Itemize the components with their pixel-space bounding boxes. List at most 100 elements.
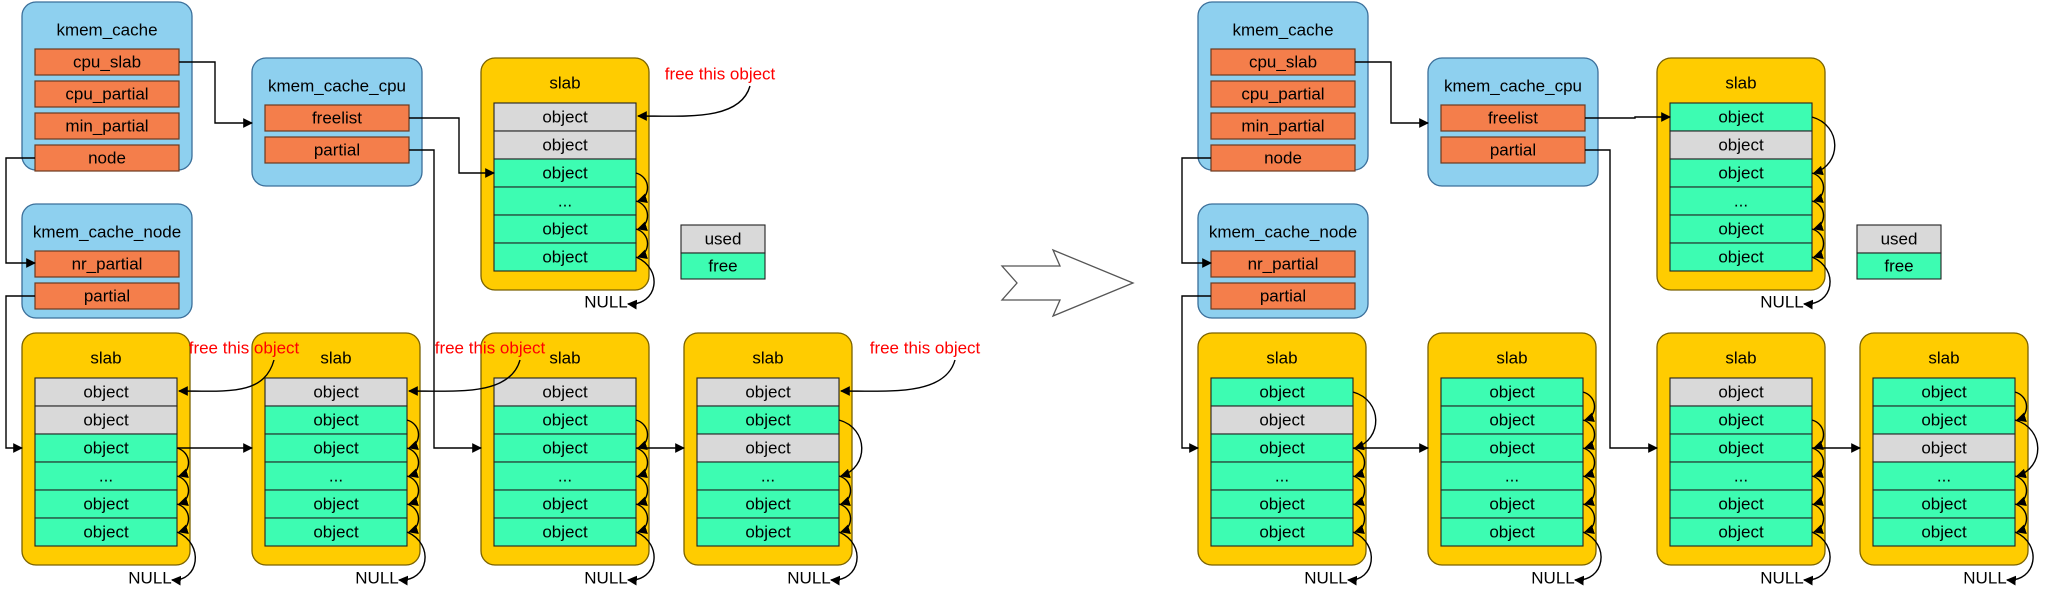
- before-kmem-cache-field-node: [34, 144, 180, 172]
- after-legend-used: [1856, 224, 1942, 254]
- before-partial-slab-4-object-4-free: [696, 461, 840, 491]
- after-cpu-slab-object-1-free: [1669, 102, 1813, 132]
- before-kmem-cache-cpu-field-label: freelist: [312, 109, 362, 128]
- before-partial-slab-4-object-label: object: [745, 411, 791, 430]
- after-cpu-slab-title: slab: [1725, 74, 1756, 93]
- before-partial-slab-2-object-5-free: [264, 489, 408, 519]
- before-kmem-cache-field-label: node: [88, 149, 126, 168]
- before-partial-slab-3-object-label: object: [542, 523, 588, 542]
- after-cpu-slab-object-label: object: [1718, 220, 1764, 239]
- before-node-pointer: [5, 157, 36, 268]
- before-partial-slab-2-freelist-link: [406, 503, 420, 534]
- after-partial-slab-4-object-4-free: [1872, 461, 2016, 491]
- before-partial-slab-1-object-label: object: [83, 495, 129, 514]
- after-partial-slab-3-null-link: [1803, 531, 1831, 586]
- before-partial-slab-2-title: slab: [320, 349, 351, 368]
- after-partial-slab-2-object-3-free: [1440, 433, 1584, 463]
- after-cpu-slab-object-5-free: [1669, 214, 1813, 244]
- after-partial-slab-1-title: slab: [1266, 349, 1297, 368]
- before-partial-slab-2-object-3-free: [264, 433, 408, 463]
- before-partial-slab-1-object-label: object: [83, 439, 129, 458]
- after-cpu-slab-object-label: object: [1718, 136, 1764, 155]
- after-kmem-cache-node-field-label: nr_partial: [1248, 255, 1319, 274]
- after-partial-slab-1-freelist-link: [1352, 391, 1377, 451]
- after-legend-used-label: used: [1881, 230, 1918, 249]
- before-kmem-cache-field-label: cpu_partial: [65, 85, 148, 104]
- before-partial-slab-4-object-label: object: [745, 495, 791, 514]
- before-partial-slab-1-annotation-arrow: [178, 359, 275, 396]
- after-partial-slab-4-object-label: object: [1921, 523, 1967, 542]
- after-partial-slab-1-object-label: object: [1259, 383, 1305, 402]
- before-partial-slab-1-title: slab: [90, 349, 121, 368]
- after-partial-slab-4-title: slab: [1928, 349, 1959, 368]
- before-partial-slab-4-object-1-used: [696, 377, 840, 407]
- before-cpu-partial-pointer: [409, 149, 482, 453]
- after-kmem-cache-cpu-title: kmem_cache_cpu: [1444, 77, 1582, 96]
- before-partial-slab-3-freelist-link: [635, 503, 649, 534]
- after-partial-slab-3-object-4-free: [1669, 461, 1813, 491]
- before-partial-slab-3-object-label: ...: [558, 467, 572, 486]
- before-kmem-cache-cpu-field-partial: [264, 136, 410, 164]
- before-kmem-cache-field-label: cpu_slab: [73, 53, 141, 72]
- after-partial-slab-4-null-label: NULL: [1963, 569, 2006, 588]
- after-partial-slab-3-object-1-used: [1669, 377, 1813, 407]
- before-partial-slab-3-freelist-link: [635, 419, 649, 450]
- before-partial-slab-2-object-label: object: [313, 411, 359, 430]
- after-partial-slab-1-null-label: NULL: [1304, 569, 1347, 588]
- before-freelist-pointer: [409, 117, 495, 178]
- before-partial-slab-1-object-3-free: [34, 433, 178, 463]
- after-partial-slab-2-object-label: object: [1489, 411, 1535, 430]
- before-cpu-slab-null-label: NULL: [584, 293, 627, 312]
- before-cpu-slab-object-2-used: [493, 130, 637, 160]
- before-partial-slab-4-object-6-free: [696, 517, 840, 547]
- before-kmem-cache-field-label: min_partial: [65, 117, 148, 136]
- before-legend-free: [680, 252, 766, 280]
- before-cpu-slab-object-label: object: [542, 220, 588, 239]
- before-partial-slab-2-object-label: object: [313, 523, 359, 542]
- before-legend-free-label: free: [708, 257, 737, 276]
- after-partial-slab-4-freelist-link: [2014, 503, 2028, 534]
- before-cpu-slab-object-label: object: [542, 248, 588, 267]
- after-partial-slab-4-object-3-used: [1872, 433, 2016, 463]
- before-partial-slab-1-null-link: [171, 531, 196, 586]
- after-partial-slab-1-object-6-free: [1210, 517, 1354, 547]
- after-partial-slab-1-object-1-free: [1210, 377, 1354, 407]
- before-partial-slab-4-title: slab: [752, 349, 783, 368]
- after-cpu-slab-object-label: ...: [1734, 192, 1748, 211]
- after-partial-slab-1-object-label: object: [1259, 523, 1305, 542]
- before-partial-slab-1-object-label: ...: [99, 467, 113, 486]
- after-node-pointer: [1181, 157, 1212, 268]
- after-partial-slab-4-object-label: object: [1921, 495, 1967, 514]
- before-partial-slab-4-object-label: object: [745, 439, 791, 458]
- after-partial-slab-2-freelist-link: [1582, 503, 1596, 534]
- after-partial-slab-4-object-label: ...: [1937, 467, 1951, 486]
- before-partial-slab-1-null-label: NULL: [128, 569, 171, 588]
- before-kmem-cache-cpu-field-label: partial: [314, 141, 360, 160]
- before-cpu-slab-object-label: object: [542, 164, 588, 183]
- after-partial-slab-4-object-label: object: [1921, 439, 1967, 458]
- after-cpu-slab-object-4-free: [1669, 186, 1813, 216]
- after-kmem-cache-cpu-field-label: freelist: [1488, 109, 1538, 128]
- after-partial-slab-1-null-link: [1347, 531, 1372, 586]
- before-kmem-cache-field-cpu-partial: [34, 80, 180, 108]
- before-partial-slab-1-freelist-link: [176, 447, 190, 478]
- after-cpu-slab-freelist-link: [1811, 116, 1836, 176]
- before-kmem-cache-node-field-label: partial: [84, 287, 130, 306]
- after-kmem-cache-field-node: [1210, 144, 1356, 172]
- after-cpu-slab-null-link: [1803, 256, 1831, 310]
- before-partial-slab-2-object-label: object: [313, 383, 359, 402]
- after-partial-slab-1-object-label: object: [1259, 411, 1305, 430]
- after-legend-free-label: free: [1884, 257, 1913, 276]
- before-kmem-cache-title: kmem_cache: [56, 21, 157, 40]
- after-kmem-cache-field-label: min_partial: [1241, 117, 1324, 136]
- after-partial-slab-1-object-label: object: [1259, 439, 1305, 458]
- after-kmem-cache-cpu-field-label: partial: [1490, 141, 1536, 160]
- before-partial-slab-4-object-label: object: [745, 523, 791, 542]
- after-cpu-slab-freelist-link: [1811, 228, 1825, 259]
- before-partial-slab-2-object-4-free: [264, 461, 408, 491]
- after-partial-slab-3-freelist-link: [1811, 419, 1825, 450]
- before-partial-slab-3-title: slab: [549, 349, 580, 368]
- before-cpu-slab-freelist-link: [635, 228, 649, 259]
- after-kmem-cache-field-label: cpu_slab: [1249, 53, 1317, 72]
- after-kmem-cache-title: kmem_cache: [1232, 21, 1333, 40]
